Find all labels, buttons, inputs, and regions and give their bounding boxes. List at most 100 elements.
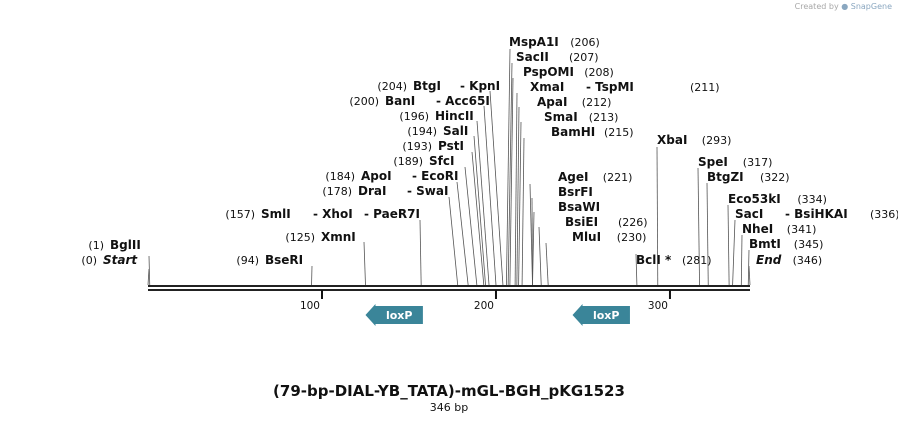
feature-arrow-loxp[interactable]: [572, 304, 630, 326]
site-name-extra: - PaeR7I: [364, 207, 420, 221]
site-position: (189): [393, 155, 423, 168]
site-name: BsaWI: [558, 200, 600, 214]
site-btgzi[interactable]: BtgZI(322): [707, 170, 790, 184]
site-mlui[interactable]: MluI(230): [572, 230, 646, 244]
site-name: SfcI: [429, 154, 454, 168]
site-mspa1i[interactable]: MspA1I(206): [509, 35, 600, 49]
site-hincii[interactable]: (196)HincII: [399, 109, 473, 123]
site-connector: [506, 48, 511, 286]
site-position: (178): [322, 185, 352, 198]
site-connector: [732, 219, 736, 286]
site-position: (207): [569, 51, 599, 64]
site-bsiei[interactable]: BsiEI(226): [565, 215, 648, 229]
site-name: XmnI: [321, 230, 356, 244]
site-bani[interactable]: (200)BanI- Acc65I: [349, 94, 489, 108]
site-position: (221): [603, 171, 633, 184]
site-spei[interactable]: SpeI(317): [698, 155, 772, 169]
site-position: (212): [582, 96, 612, 109]
site-sali[interactable]: (194) SalI: [407, 124, 468, 138]
site-agei[interactable]: AgeI(221): [558, 170, 632, 184]
site-connector: [521, 137, 525, 286]
site-name-extra: - XhoI: [313, 207, 353, 221]
site-name: BsiEI: [565, 215, 598, 229]
site-position: (317): [743, 156, 773, 169]
site-position: (322): [760, 171, 790, 184]
site-name-extra: - SwaI: [407, 184, 448, 198]
ruler-tick-label: 100: [300, 300, 320, 312]
site-start[interactable]: (0)Start: [81, 253, 138, 267]
site-name: BamHI: [551, 125, 595, 139]
site-position: (204): [377, 80, 407, 93]
site-connector: [476, 120, 490, 286]
site-eco53ki[interactable]: Eco53kI (334): [728, 192, 827, 206]
site-position: (341): [787, 223, 817, 236]
site-name: Eco53kI: [728, 192, 781, 206]
site-name: BglII: [110, 238, 141, 252]
site-pspomi[interactable]: PspOMI (208): [523, 65, 614, 79]
site-position: (193): [402, 140, 432, 153]
site-connector: [363, 241, 366, 286]
site-name: NheI: [742, 222, 773, 236]
site-name: DraI: [358, 184, 386, 198]
site-name: XbaI: [657, 133, 687, 147]
site-connector: [545, 242, 549, 286]
site-name-extra: - Acc65I: [436, 94, 490, 108]
site-bmti[interactable]: BmtI(345): [749, 237, 823, 251]
site-xbai[interactable]: XbaI(293): [657, 133, 731, 147]
site-bseri[interactable]: (94)BseRI: [236, 253, 303, 267]
site-end[interactable]: End(346): [756, 253, 822, 267]
site-bcli[interactable]: BclI *(281): [636, 253, 712, 267]
site-position: (194): [407, 125, 437, 138]
site-labels: (0)Start(1)BglII(94)BseRI(125)XmnI(157)S…: [81, 35, 898, 267]
site-bglii[interactable]: (1)BglII: [88, 238, 140, 252]
site-name: BclI *: [636, 253, 672, 267]
site-bsawi[interactable]: BsaWI: [558, 200, 600, 214]
site-name: SalI: [443, 124, 468, 138]
site-bamhi[interactable]: BamHI(215): [551, 125, 634, 139]
site-name: BsrFI: [558, 185, 593, 199]
site-apoi[interactable]: (184)ApoI- EcoRI: [325, 169, 458, 183]
credit-prefix: Created by: [794, 2, 839, 11]
dna-backbone: [148, 285, 750, 291]
site-position: (211): [690, 81, 720, 94]
site-sfci[interactable]: (189) SfcI: [393, 154, 454, 168]
site-xmai[interactable]: XmaI(211)- TspMI: [530, 80, 720, 94]
site-connector: [697, 167, 700, 286]
feature-arrow-loxp[interactable]: [365, 304, 423, 326]
site-position: (208): [584, 66, 614, 79]
site-name: BseRI: [265, 253, 303, 267]
site-connector: [514, 92, 518, 286]
site-name-extra: - BsiHKAI: [785, 207, 848, 221]
site-position: (334): [797, 193, 827, 206]
site-position: (213): [589, 111, 619, 124]
site-smli[interactable]: (157)SmlI- XhoI- PaeR7I: [225, 207, 420, 221]
ruler-tick-label: 200: [474, 300, 494, 312]
site-position: (230): [617, 231, 647, 244]
site-name: PstI: [438, 139, 464, 153]
site-connector: [706, 182, 709, 286]
site-bsrfi[interactable]: BsrFI: [558, 185, 593, 199]
site-connectors: [147, 48, 751, 286]
site-connector: [518, 121, 522, 286]
site-saci[interactable]: SacI(336)- BsiHKAI: [735, 207, 898, 221]
site-apai[interactable]: ApaI(212): [537, 95, 611, 109]
site-drai[interactable]: (178) DraI - SwaI: [322, 184, 448, 198]
site-connector: [456, 181, 469, 286]
map-length: 346 bp: [429, 401, 469, 414]
site-nhei[interactable]: NheI (341): [742, 222, 816, 236]
site-sacii[interactable]: SacII(207): [516, 50, 599, 64]
site-psti[interactable]: (193) PstI: [402, 139, 464, 153]
site-position: (200): [349, 95, 379, 108]
site-connector: [538, 226, 542, 286]
site-connector: [748, 265, 751, 286]
site-btgi[interactable]: (204)BtgI- KpnI: [377, 79, 500, 93]
site-xmni[interactable]: (125)XmnI: [285, 230, 355, 244]
site-connector: [507, 62, 513, 286]
feature-label: loxP: [593, 309, 620, 322]
site-smai[interactable]: SmaI(213): [544, 110, 618, 124]
site-name: PspOMI: [523, 65, 574, 79]
site-connector: [656, 146, 659, 286]
